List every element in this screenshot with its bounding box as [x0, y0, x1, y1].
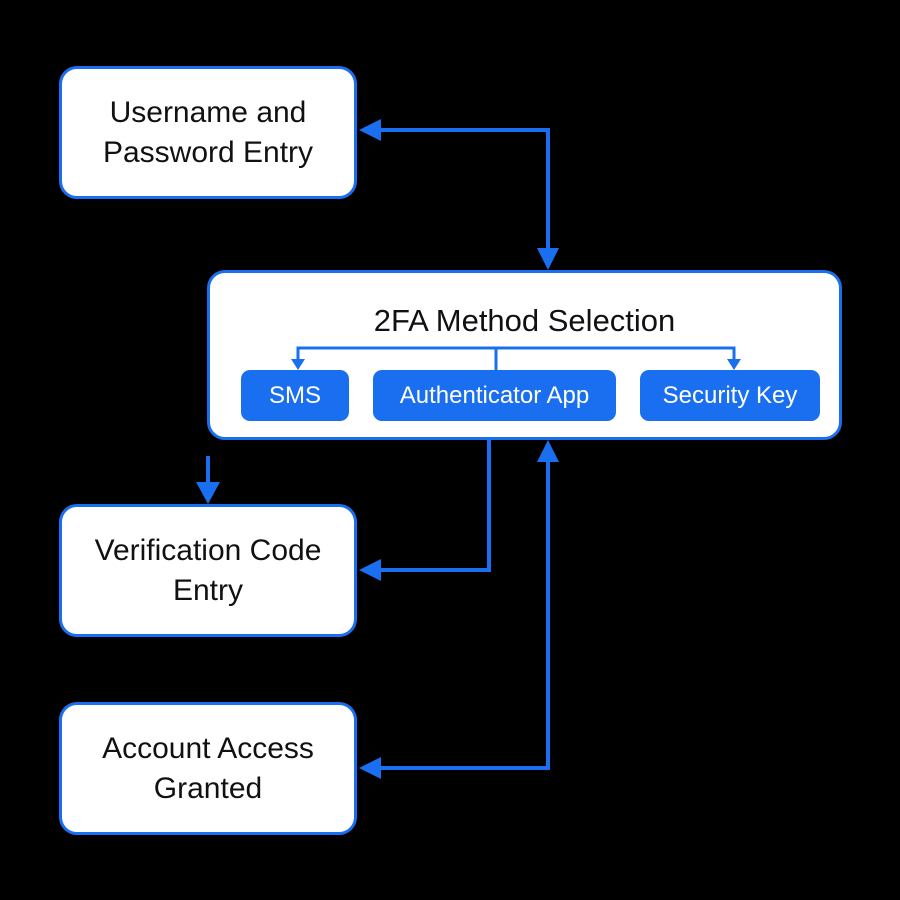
branch-arrowhead-sms [291, 359, 305, 370]
connector-method-to-credentials [380, 128, 550, 248]
connector-access-to-method [378, 462, 550, 770]
branch-arrowhead-key [727, 359, 741, 370]
node-label: Account Access Granted [102, 731, 314, 805]
node-label: Username and Password Entry [102, 95, 314, 169]
node-label: Verification Code Entry [94, 533, 322, 607]
node-username-password-entry: Username and Password Entry [59, 66, 357, 199]
arrowhead-to-verification [359, 559, 381, 581]
arrowhead-to-credentials [359, 119, 381, 141]
branch-line-sms [296, 346, 736, 361]
arrowhead-to-method-top [537, 248, 559, 270]
connector-method-to-verification [378, 440, 491, 572]
option-branch-connectors [291, 346, 741, 370]
arrowhead-entry [196, 482, 220, 504]
node-verification-code-entry: Verification Code Entry [59, 504, 357, 637]
option-security-key: Security Key [640, 370, 820, 421]
option-authenticator-app: Authenticator App [373, 370, 616, 421]
option-sms: SMS [241, 370, 349, 421]
node-2fa-method-selection: 2FA Method Selection SMS Authenticator A… [207, 270, 842, 440]
node-account-access-granted: Account Access Granted [59, 702, 357, 835]
method-selection-title: 2FA Method Selection [373, 303, 676, 338]
arrowhead-to-method-bottom [537, 440, 559, 462]
arrowhead-to-access [359, 757, 381, 779]
